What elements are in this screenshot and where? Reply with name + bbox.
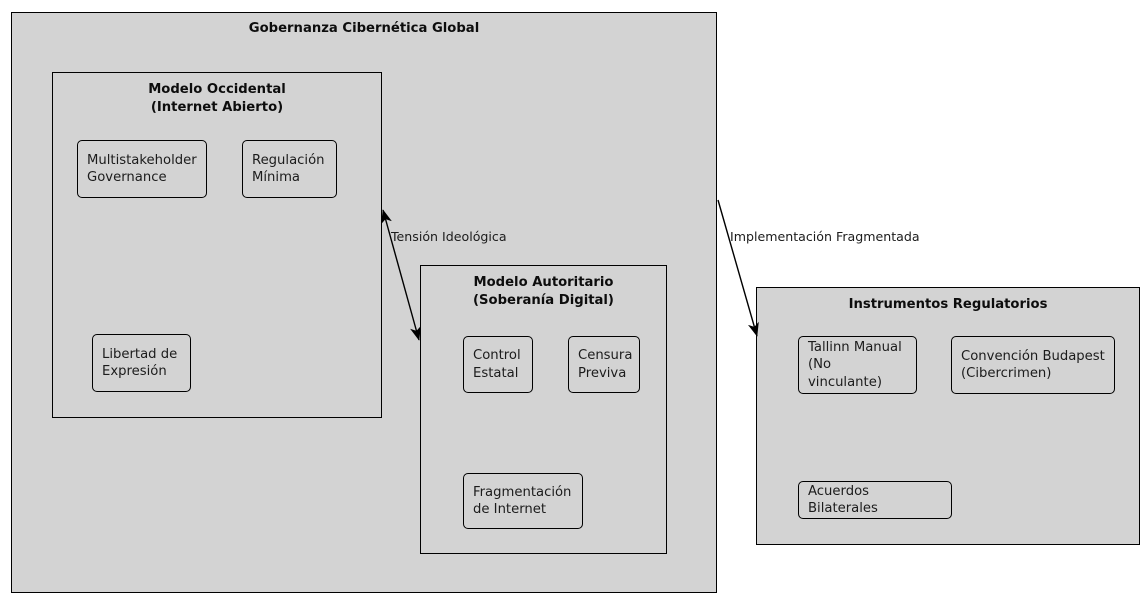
node-tallinn-manual[interactable]: Tallinn Manual (No vinculante) <box>798 336 917 394</box>
node-label-regulacion-minima: Regulación Mínima <box>252 152 325 186</box>
node-label-tallinn-manual: Tallinn Manual (No vinculante) <box>808 339 902 390</box>
node-control-estatal[interactable]: Control Estatal <box>463 336 533 393</box>
node-censura-previva[interactable]: Censura Previva <box>568 336 640 393</box>
container-title-gobernanza-cibernetica-global: Gobernanza Cibernética Global <box>248 21 480 36</box>
node-regulacion-minima[interactable]: Regulación Mínima <box>242 140 337 198</box>
edge-label-tension-ideologica: Tensión Ideológica <box>391 229 507 244</box>
container-title-modelo-occidental: Modelo Occidental (Internet Abierto) <box>148 82 286 115</box>
node-label-censura-previva: Censura Previva <box>578 348 633 381</box>
node-fragmentacion-de-internet[interactable]: Fragmentación de Internet <box>463 473 583 529</box>
node-label-multistakeholder-governance: Multistakeholder Governance <box>87 152 197 186</box>
container-title-instrumentos-regulatorios: Instrumentos Regulatorios <box>848 297 1048 312</box>
arrow-implementacion-fragmentada <box>717 199 759 337</box>
node-label-acuerdos-bilaterales: Acuerdos Bilaterales <box>808 483 878 517</box>
container-modelo-autoritario[interactable]: Modelo Autoritario (Soberanía Digital) <box>420 265 667 554</box>
node-acuerdos-bilaterales[interactable]: Acuerdos Bilaterales <box>798 481 952 519</box>
container-title-modelo-autoritario: Modelo Autoritario (Soberanía Digital) <box>473 275 614 308</box>
edge-label-implementacion-fragmentada: Implementación Fragmentada <box>730 229 920 244</box>
node-label-fragmentacion-de-internet: Fragmentación de Internet <box>473 484 572 518</box>
node-label-convencion-budapest: Convención Budapest (Cibercrimen) <box>961 348 1105 382</box>
node-libertad-de-expresion[interactable]: Libertad de Expresión <box>92 334 191 392</box>
node-label-libertad-de-expresion: Libertad de Expresión <box>102 346 178 380</box>
node-label-control-estatal: Control Estatal <box>473 348 521 381</box>
node-multistakeholder-governance[interactable]: Multistakeholder Governance <box>77 140 207 198</box>
node-convencion-budapest[interactable]: Convención Budapest (Cibercrimen) <box>951 336 1115 394</box>
